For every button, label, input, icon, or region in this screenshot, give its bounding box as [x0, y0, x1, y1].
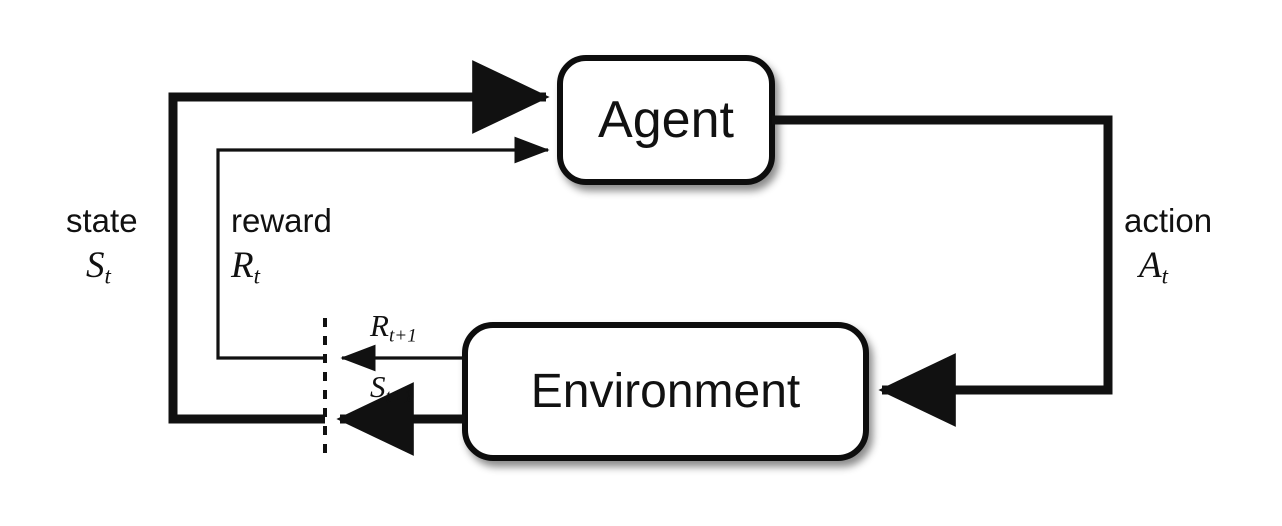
state-subscript: t [104, 263, 111, 289]
reward-label: reward [231, 202, 332, 239]
action-edge-path [772, 115, 1113, 427]
reward-symbol: R [231, 245, 254, 286]
agent-box[interactable] [557, 55, 775, 185]
agent-node[interactable] [557, 55, 775, 185]
action-subscript: t [1161, 263, 1168, 289]
state-next-symbol: S [370, 369, 386, 404]
reward-next-symbol: R [370, 308, 389, 343]
state-next-symbol-label: St+1 [370, 369, 413, 408]
reward-edge-path [216, 136, 550, 360]
state-label: state [66, 202, 138, 239]
state-symbol: S [86, 245, 105, 286]
state-symbol-label: St [86, 244, 111, 289]
action-symbol: A [1139, 245, 1162, 286]
state-next-subscript: t+1 [385, 386, 414, 408]
state-edge-path [168, 60, 550, 424]
reward-next-symbol-label: Rt+1 [370, 308, 417, 347]
reward-subscript: t [253, 263, 260, 289]
reward-symbol-label: Rt [231, 244, 260, 289]
reward-next-subscript: t+1 [388, 325, 417, 347]
action-label: action [1124, 202, 1213, 239]
action-symbol-label: At [1139, 244, 1168, 289]
environment-box[interactable] [462, 322, 869, 461]
environment-node[interactable] [462, 322, 869, 461]
